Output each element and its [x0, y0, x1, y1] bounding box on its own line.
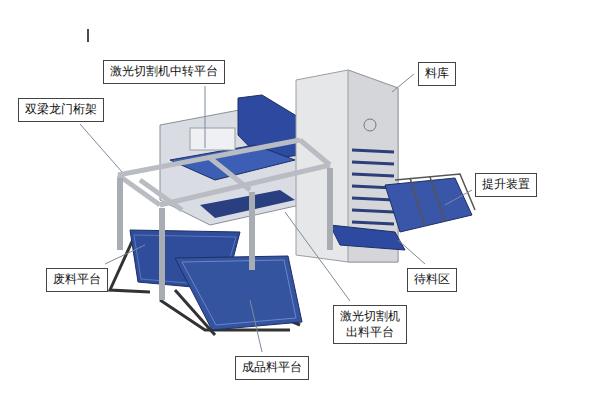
callout-box: 待料区 — [407, 268, 457, 292]
tower-logo — [364, 119, 376, 131]
callout-label: 成品料平台 — [242, 360, 302, 376]
callout-box: 双梁龙门桁架 — [18, 98, 104, 122]
callout-label: 提升装置 — [482, 177, 530, 193]
callout-box: 激光切割机 出料平台 — [333, 305, 407, 344]
leader-lines — [80, 74, 472, 352]
callout-box: 提升装置 — [475, 173, 537, 197]
lifting-frame — [395, 174, 475, 226]
callout-label: 料库 — [425, 66, 449, 82]
gantry-legs — [120, 168, 330, 300]
lifting-device — [385, 178, 472, 232]
callout-box: 废料平台 — [46, 268, 108, 292]
callout-box: 料库 — [418, 62, 456, 86]
finished-platform-edge — [182, 260, 296, 325]
cursor-mark — [87, 29, 89, 42]
gantry-frame — [118, 140, 330, 210]
finished-platform — [175, 256, 302, 330]
callout-box: 成品料平台 — [235, 356, 309, 380]
callout-label: 废料平台 — [53, 272, 101, 288]
callout-box: 激光切割机中转平台 — [103, 60, 225, 84]
callout-label: 待料区 — [414, 272, 450, 288]
callout-label: 双梁龙门桁架 — [25, 102, 97, 118]
transfer-table — [190, 128, 235, 150]
callout-label: 激光切割机 出料平台 — [340, 309, 400, 340]
callout-label: 激光切割机中转平台 — [110, 64, 218, 80]
waiting-area — [330, 225, 405, 250]
